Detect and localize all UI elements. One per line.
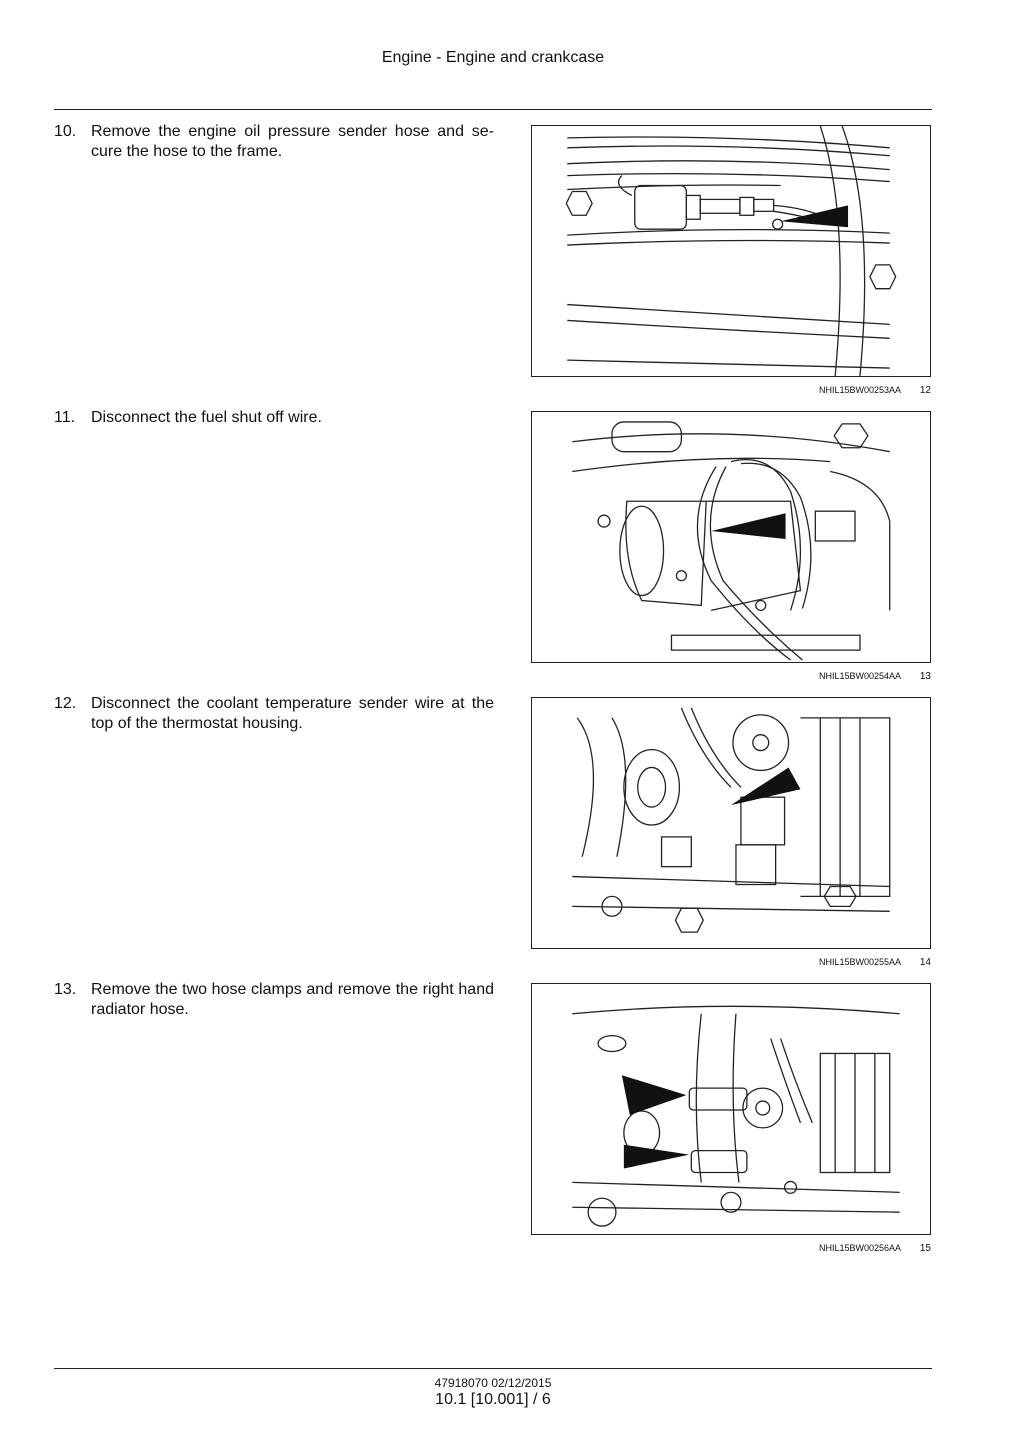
step-10: 10. Remove the engine oil pressure sende… [54,122,494,162]
step-number: 11. [54,409,76,426]
coolant-sender-illustration [572,707,891,933]
step-13: 13. Remove the two hose clamps and remov… [54,980,494,1020]
figure-code: NHIL15BW00254AA [818,671,901,681]
footer-rule [54,1368,932,1369]
step-text: Remove the two hose clamps and remove th… [91,981,494,1018]
step-number: 12. [54,695,77,712]
step-text: Disconnect the fuel shut off wire. [91,409,322,426]
step-number: 13. [54,981,77,998]
step-text: Disconnect the coolant temperature sende… [91,695,494,732]
fuel-shutoff-illustration [572,421,891,661]
arrow-indicator [780,205,849,228]
arrow-indicator [731,767,801,806]
oil-pressure-sender-illustration [565,126,897,376]
radiator-hose-illustration [572,1005,900,1227]
figure-code: NHIL15BW00255AA [818,957,901,967]
figure-code: NHIL15BW00253AA [818,385,901,395]
arrow-indicator [623,1144,690,1169]
step-number: 10. [54,123,77,140]
figure-code: NHIL15BW00256AA [818,1243,901,1253]
footer-document-reference: 47918070 02/12/2015 [434,1376,552,1390]
figure-radiator-hose [531,983,931,1235]
figure-number: 12 [919,385,931,396]
arrow-indicator [621,1075,687,1115]
footer-page-reference: 10.1 [10.001] / 6 [435,1391,551,1408]
step-11: 11. Disconnect the fuel shut off wire. [54,408,494,428]
figure-fuel-shutoff-wire [531,411,931,663]
step-text: Remove the engine oil pressure sender ho… [91,123,494,160]
figure-number: 14 [919,957,931,968]
arrow-indicator [711,513,786,539]
figure-number: 15 [919,1243,931,1254]
header-rule [54,109,932,110]
step-12: 12. Disconnect the coolant temperature s… [54,694,494,734]
figure-oil-pressure-sender [531,125,931,377]
figure-number: 13 [919,671,931,682]
page-header-title: Engine - Engine and crankcase [381,49,605,66]
figure-coolant-temp-sender [531,697,931,949]
